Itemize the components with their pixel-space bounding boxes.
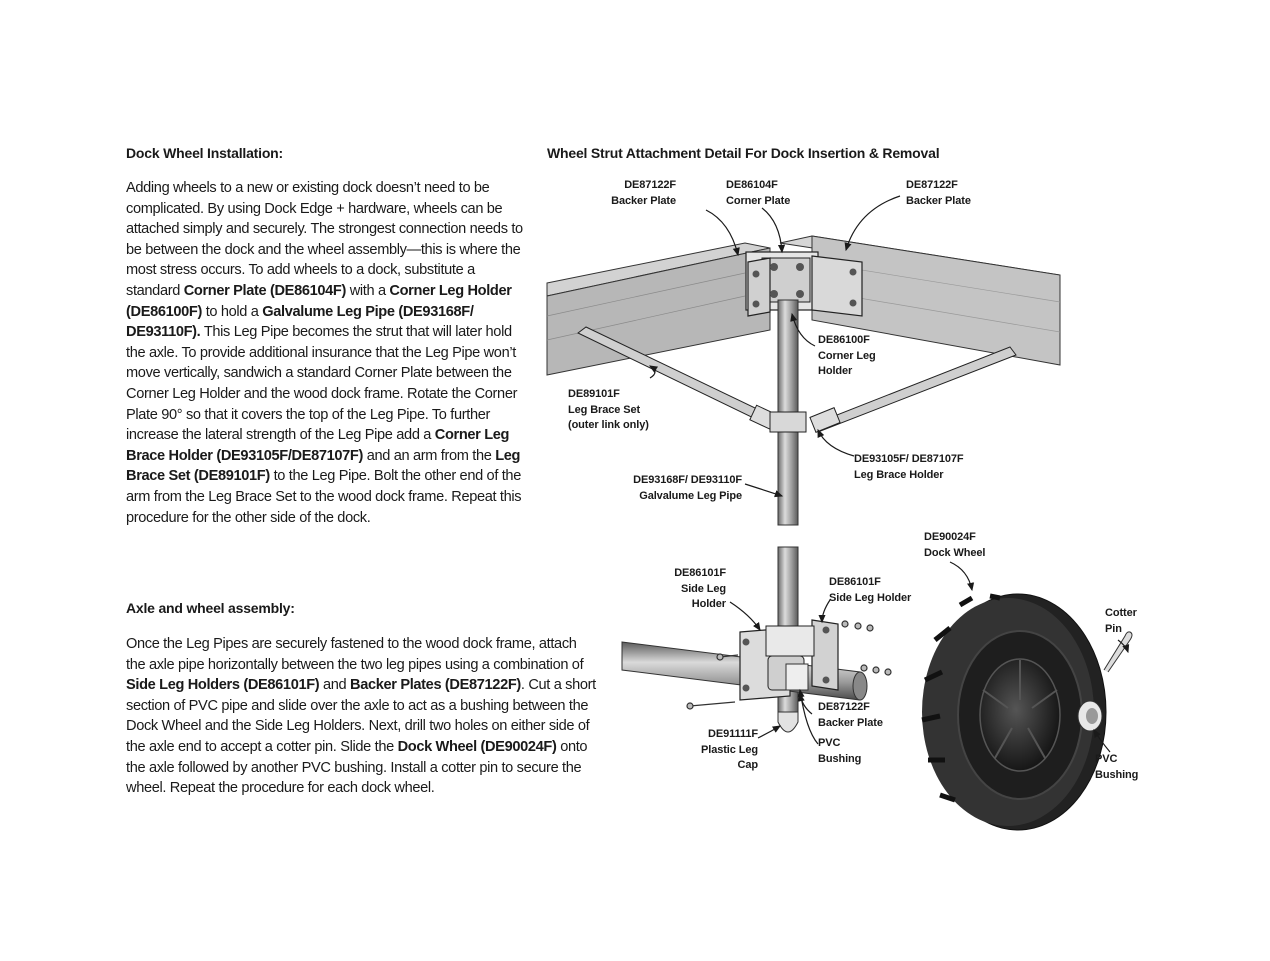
text-run: . Cut a short section of PVC pipe and sl…	[126, 677, 596, 755]
dock-wheel	[921, 593, 1107, 831]
text-run: and	[319, 677, 351, 694]
leg-brace-arms	[577, 326, 1017, 433]
bolts	[686, 620, 892, 710]
bold-term: Side Leg Holders (DE86101F)	[126, 677, 320, 694]
bold-term: Leg Brace Set (DE89101F)	[126, 447, 521, 485]
bold-term: Corner Leg Holder (DE86100F)	[126, 282, 512, 320]
paragraph-axle-and-wheel-assembly: Once the Leg Pipes are securely fastened…	[126, 634, 596, 799]
plastic-leg-cap	[777, 711, 799, 733]
text-run: onto the axle followed by another PVC bu…	[126, 738, 588, 797]
heading-dock-wheel-installation: Dock Wheel Installation:	[126, 145, 283, 161]
text-run: to the Leg Pipe. Bolt the other end of t…	[126, 468, 522, 526]
bold-term: Corner Plate (DE86104F)	[183, 282, 347, 299]
text-run: to hold a	[202, 303, 263, 320]
paragraph-dock-wheel-installation: Adding wheels to a new or existing dock …	[126, 178, 531, 528]
text-run: with a	[345, 282, 390, 299]
diagram-title: Wheel Strut Attachment Detail For Dock I…	[547, 145, 940, 161]
heading-axle-and-wheel-assembly: Axle and wheel assembly:	[126, 600, 295, 616]
bold-term: Corner Leg Brace Holder (DE93105F/DE8710…	[126, 427, 510, 464]
bold-term: Backer Plates (DE87122F)	[350, 677, 521, 694]
corner-plate-assembly	[745, 251, 863, 317]
brace-holder	[769, 411, 807, 433]
side-leg-holder-assembly	[739, 619, 839, 701]
pvc-bushings	[785, 663, 1103, 732]
text-run: Once the Leg Pipes are securely fastened…	[126, 636, 584, 673]
leader-lines	[648, 195, 1130, 753]
text-run: and an arm from the	[363, 447, 496, 464]
dock-frame-left-beam	[546, 242, 771, 376]
text-run: Adding wheels to a new or existing dock …	[126, 180, 523, 299]
bold-term: Dock Wheel (DE90024F)	[397, 738, 557, 755]
text-run: This Leg Pipe becomes the strut that wil…	[126, 324, 518, 444]
bold-term: Galvalume Leg Pipe (DE93168F/ DE93110F).	[126, 303, 474, 341]
cotter-pin	[1103, 631, 1133, 673]
